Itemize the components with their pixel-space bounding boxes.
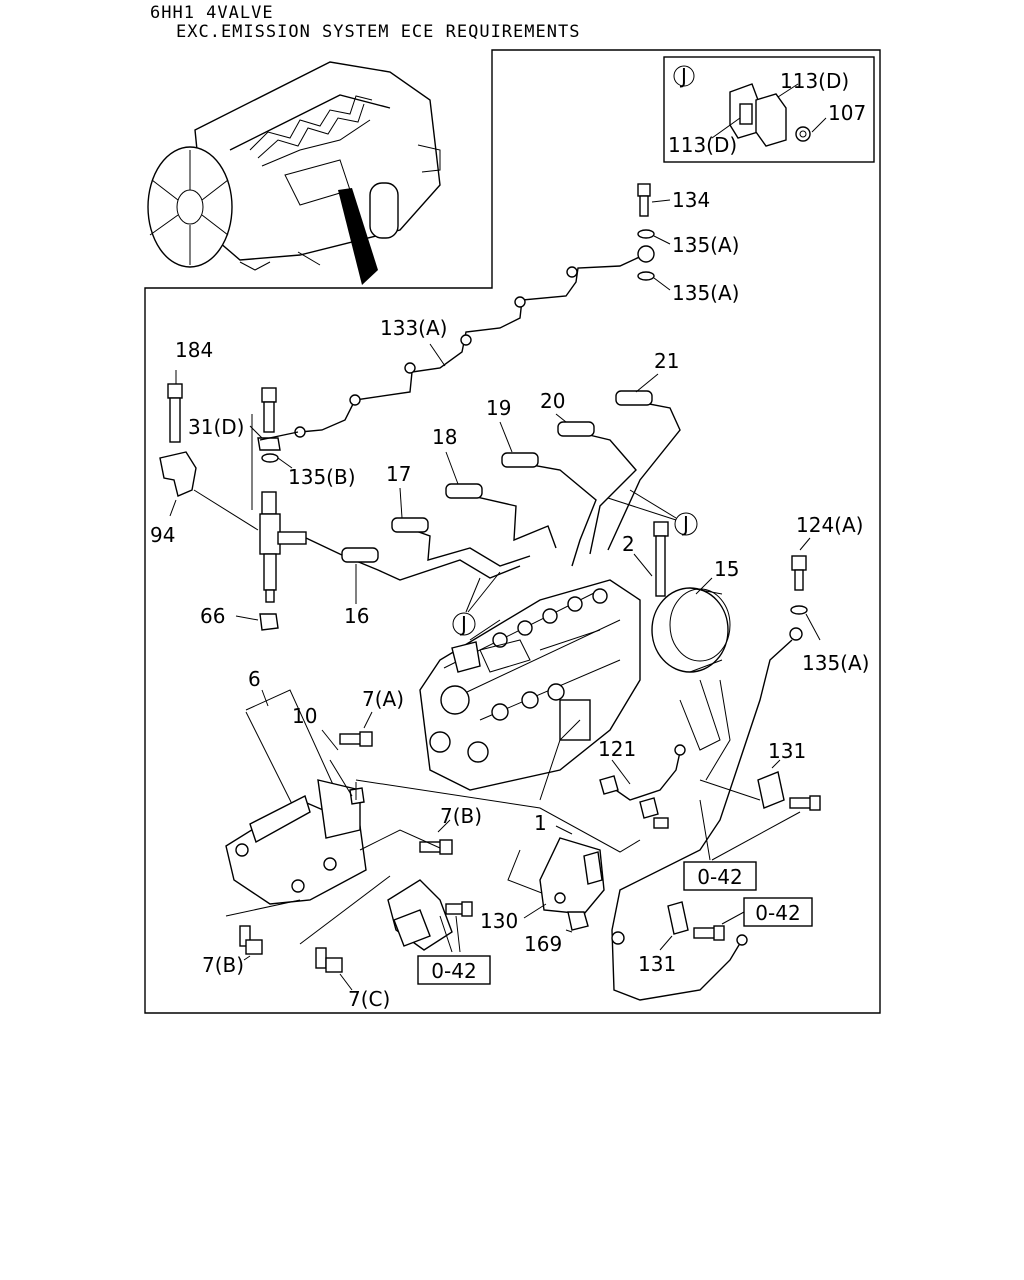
- callout-169: 169: [524, 932, 562, 956]
- callout-21: 21: [654, 349, 679, 373]
- callout-7b-lower: 7(B): [202, 953, 244, 977]
- callout-130: 130: [480, 909, 518, 933]
- callout-2: 2: [622, 532, 635, 556]
- engine-overview-drawing: [147, 61, 441, 271]
- ref-box-0-42-right: [683, 861, 757, 891]
- callout-7a: 7(A): [362, 687, 404, 711]
- return-pipe: [611, 639, 793, 1001]
- callout-131-upper: 131: [768, 739, 806, 763]
- callout-66: 66: [200, 604, 225, 628]
- ref-box-0-42-lower-right: [743, 897, 813, 927]
- detail-pointer-arrow: [338, 188, 378, 285]
- diagram-frame: [144, 49, 881, 1014]
- injector-nozzle: [259, 491, 307, 603]
- callout-7c: 7(C): [348, 987, 390, 1011]
- callout-113d-lower: 113(D): [668, 133, 737, 157]
- ref-0-42-right: 0-42: [697, 865, 742, 889]
- callout-135a-upper: 135(A): [672, 233, 739, 257]
- callout-7b-upper: 7(B): [440, 804, 482, 828]
- callout-135a-lower: 135(A): [802, 651, 869, 675]
- callout-18: 18: [432, 425, 457, 449]
- governor-canister: [651, 587, 731, 751]
- callout-17: 17: [386, 462, 411, 486]
- detail-marker-j-right: J: [681, 512, 689, 536]
- engine-model-title: 6HH1 4VALVE: [150, 3, 274, 23]
- callout-20: 20: [540, 389, 565, 413]
- callout-135b: 135(B): [288, 465, 356, 489]
- callout-184: 184: [175, 338, 213, 362]
- clamp-part-drawing: [729, 83, 811, 147]
- ref-0-42-lower-left: 0-42: [431, 959, 476, 983]
- callout-135a-middle: 135(A): [672, 281, 739, 305]
- callout-10: 10: [292, 704, 317, 728]
- injection-pump-body: [419, 579, 641, 791]
- emission-spec-subtitle: EXC.EMISSION SYSTEM ECE REQUIREMENTS: [176, 22, 581, 42]
- callout-31d: 31(D): [188, 415, 244, 439]
- callout-113d-upper: 113(D): [780, 69, 849, 93]
- callout-121: 121: [598, 737, 636, 761]
- injection-pipe-133a: [299, 253, 647, 433]
- detail-inset-box: [663, 56, 875, 163]
- pump-bracket: [225, 779, 367, 905]
- callout-6: 6: [248, 667, 261, 691]
- ref-0-42-lower-right: 0-42: [755, 901, 800, 925]
- detail-inset-marker: J: [679, 64, 687, 88]
- callout-15: 15: [714, 557, 739, 581]
- callout-134: 134: [672, 188, 710, 212]
- callout-124a: 124(A): [796, 513, 863, 537]
- callout-133a: 133(A): [380, 316, 447, 340]
- callout-107: 107: [828, 101, 866, 125]
- callout-16: 16: [344, 604, 369, 628]
- callout-19: 19: [486, 396, 511, 420]
- detail-marker-j-left: J: [459, 612, 467, 636]
- diagram-header: 6HH1 4VALVE EXC.EMISSION SYSTEM ECE REQU…: [150, 4, 580, 42]
- detail-inset-marker-circle: [673, 65, 695, 87]
- callout-1: 1: [534, 811, 547, 835]
- ref-box-0-42-lower-left: [417, 955, 491, 985]
- callout-94: 94: [150, 523, 175, 547]
- callout-131-lower: 131: [638, 952, 676, 976]
